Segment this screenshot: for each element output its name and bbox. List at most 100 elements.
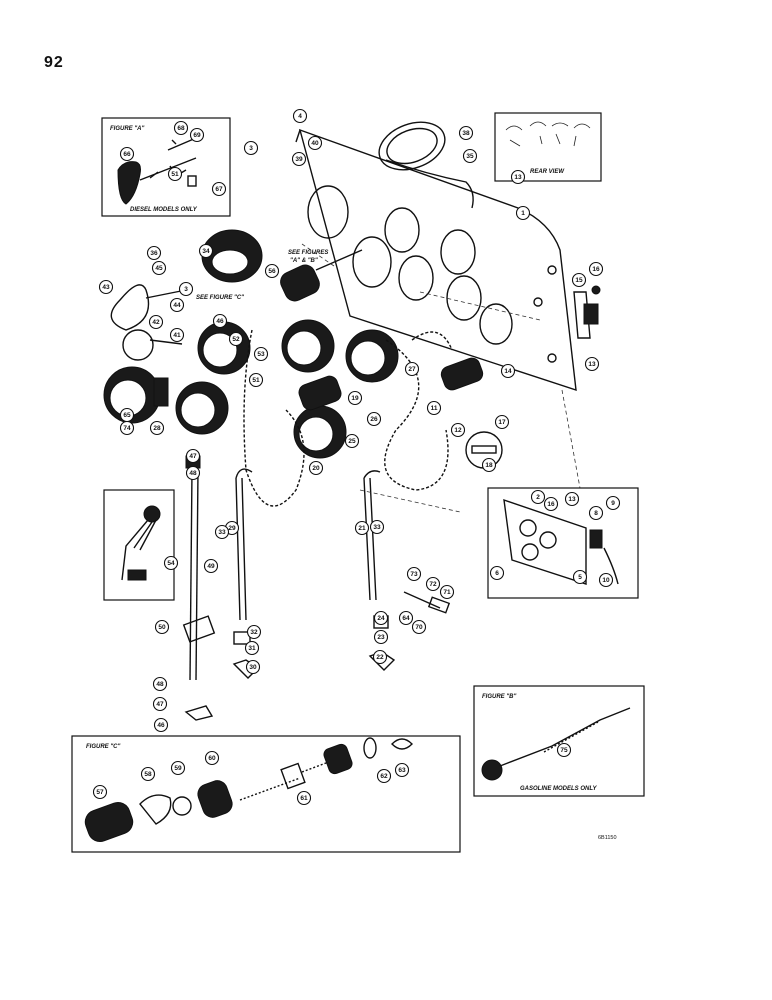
callout-62: 62 (376, 768, 392, 784)
callout-47: 47 (185, 448, 201, 464)
callout-label: 15 (575, 277, 583, 284)
callout-label: 74 (123, 425, 131, 432)
callout-label: 67 (215, 186, 223, 193)
see-figures-ab-line2: "A" & "B" (290, 258, 318, 264)
callout-39: 39 (291, 151, 307, 167)
callout-27: 27 (404, 361, 420, 377)
callout-36: 36 (146, 245, 162, 261)
callout-54: 54 (163, 555, 179, 571)
callout-35: 35 (462, 148, 478, 164)
callout-label: 63 (398, 767, 406, 774)
callout-73: 73 (406, 566, 422, 582)
callout-label: 65 (123, 412, 131, 419)
callout-label: 19 (351, 395, 359, 402)
callout-33: 33 (214, 524, 230, 540)
callout-label: 13 (588, 361, 596, 368)
callout-22: 22 (372, 649, 388, 665)
callout-45: 45 (151, 260, 167, 276)
callout-52: 52 (228, 331, 244, 347)
callout-20: 20 (308, 460, 324, 476)
callout-60: 60 (204, 750, 220, 766)
callout-label: 40 (311, 140, 319, 147)
callout-label: 16 (547, 501, 555, 508)
figure-b-title: FIGURE "B" (482, 694, 517, 700)
callout-58: 58 (140, 766, 156, 782)
callout-50: 50 (154, 619, 170, 635)
callout-75: 75 (556, 742, 572, 758)
callout-17: 17 (494, 414, 510, 430)
callout-label: 22 (376, 654, 384, 661)
callout-label: 54 (167, 560, 175, 567)
callout-label: 66 (123, 151, 131, 158)
gauge-65 (103, 366, 169, 424)
callout-layer: 1233456891011121313131415161617181920212… (92, 108, 621, 806)
callout-label: 34 (202, 248, 210, 255)
callout-64: 64 (398, 610, 414, 626)
callout-label: 33 (373, 524, 381, 531)
gauge-42 (122, 329, 183, 361)
callout-3: 3 (178, 281, 194, 297)
callout-label: 4 (298, 113, 302, 120)
callout-65: 65 (119, 407, 135, 423)
page-number: 92 (44, 54, 64, 71)
callout-70: 70 (411, 619, 427, 635)
callout-1: 1 (515, 205, 531, 221)
callout-label: 14 (504, 368, 512, 375)
callout-25: 25 (344, 433, 360, 449)
callout-label: 45 (155, 265, 163, 272)
callout-label: 21 (358, 525, 366, 532)
callout-label: 68 (177, 125, 185, 132)
callout-13: 13 (510, 169, 526, 185)
callout-label: 58 (144, 771, 152, 778)
callout-label: 46 (216, 318, 224, 325)
callout-label: 24 (377, 615, 385, 622)
drawing-number: 6B1150 (598, 835, 617, 841)
callout-label: 8 (594, 510, 598, 517)
callout-43: 43 (98, 279, 114, 295)
callout-label: 20 (312, 465, 320, 472)
callout-label: 64 (402, 615, 410, 622)
callout-41: 41 (169, 327, 185, 343)
callout-label: 17 (498, 419, 506, 426)
callout-72: 72 (425, 576, 441, 592)
figure-b-panel: FIGURE "B" GASOLINE MODELS ONLY (473, 685, 645, 797)
shutoff-knob (117, 161, 141, 205)
callout-label: 33 (218, 529, 226, 536)
callout-49: 49 (203, 558, 219, 574)
callout-label: 61 (300, 795, 308, 802)
callout-34: 34 (198, 243, 214, 259)
callout-2: 2 (530, 489, 546, 505)
callout-label: 43 (102, 284, 110, 291)
callout-label: 6 (495, 570, 499, 577)
callout-51: 51 (167, 166, 183, 182)
callout-19: 19 (347, 390, 363, 406)
callout-31: 31 (244, 640, 260, 656)
callout-51: 51 (248, 372, 264, 388)
callout-30: 30 (245, 659, 261, 675)
ammeter-cup (201, 229, 263, 283)
callout-61: 61 (296, 790, 312, 806)
callout-label: 12 (454, 427, 462, 434)
gauge-20 (293, 405, 347, 459)
callout-46: 46 (212, 313, 228, 329)
see-figures-ab-line1: SEE FIGURES (288, 250, 328, 256)
callout-6: 6 (489, 565, 505, 581)
callout-44: 44 (169, 297, 185, 313)
callout-label: 29 (228, 525, 236, 532)
callout-label: 27 (408, 366, 416, 373)
callout-label: 72 (429, 581, 437, 588)
callout-label: 31 (248, 645, 256, 652)
callout-57: 57 (92, 784, 108, 800)
callout-label: 48 (189, 470, 197, 477)
callout-33: 33 (369, 519, 385, 535)
callout-15: 15 (571, 272, 587, 288)
callout-48: 48 (185, 465, 201, 481)
line-30 (232, 468, 260, 679)
callout-28: 28 (149, 420, 165, 436)
callout-label: 47 (189, 453, 197, 460)
callout-48: 48 (152, 676, 168, 692)
callout-label: 39 (295, 156, 303, 163)
callout-label: 75 (560, 747, 568, 754)
callout-67: 67 (211, 181, 227, 197)
